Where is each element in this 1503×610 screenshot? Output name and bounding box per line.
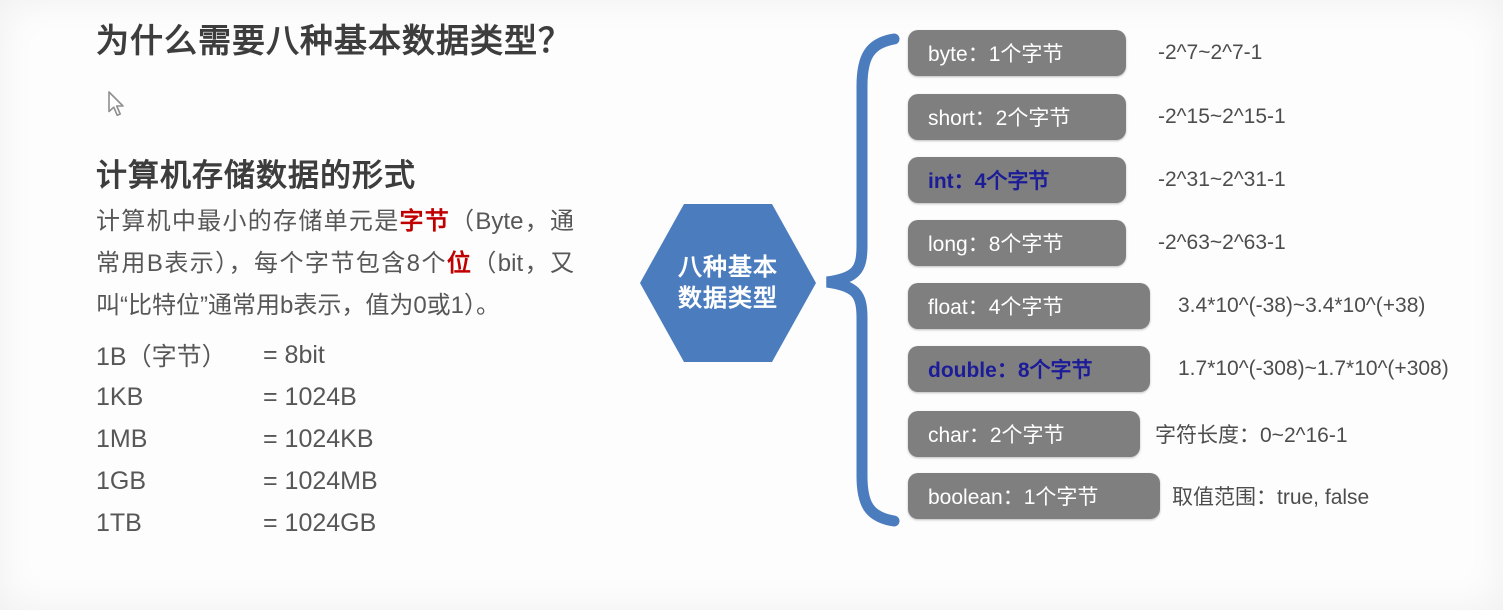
conversion-value: = 1024GB	[263, 508, 377, 537]
conversion-value: = 1024KB	[263, 424, 374, 453]
conversion-row-1mb: 1MB = 1024KB	[96, 418, 378, 460]
hexagon-icon	[640, 204, 816, 362]
conversion-value: = 1024B	[263, 382, 357, 411]
datatype-label: boolean：1个字节	[928, 486, 1099, 509]
datatype-range: 3.4*10^(-38)~3.4*10^(+38)	[1178, 294, 1426, 317]
datatype-label: short：2个字节	[928, 107, 1071, 130]
conversion-label: 1GB	[96, 466, 147, 495]
hexagon-shape: 八种基本 数据类型	[640, 204, 816, 362]
datatype-label: byte：1个字节	[928, 43, 1064, 66]
curly-brace-icon	[812, 32, 904, 528]
datatype-label: float：4个字节	[928, 296, 1064, 319]
hexagon-label-line2: 数据类型	[678, 285, 778, 312]
conversion-row-1tb: 1TB = 1024GB	[96, 502, 378, 544]
datatype-range: -2^63~2^63-1	[1158, 231, 1286, 254]
conversion-label: 1MB	[96, 424, 148, 453]
paragraph-segment: 计算机中最小的存储单元是	[96, 208, 400, 235]
datatype-box-double: double：8个字节	[908, 346, 1150, 392]
datatype-box-boolean: boolean：1个字节	[908, 473, 1160, 519]
datatype-box-char: char：2个字节	[908, 411, 1140, 457]
datatype-range: -2^7~2^7-1	[1158, 41, 1263, 64]
datatype-range: 取值范围：true, false	[1172, 486, 1370, 509]
page-title: 为什么需要八种基本数据类型？	[96, 22, 572, 59]
conversion-value: = 8bit	[263, 340, 325, 369]
conversion-row-1b: 1B（字节） = 8bit	[96, 334, 378, 376]
paragraph-segment: （bit，又叫“比特位”通常用b表示，值为0或1）。	[96, 250, 574, 319]
datatype-box-long: long：8个字节	[908, 220, 1126, 266]
datatype-range: -2^15~2^15-1	[1158, 105, 1286, 128]
conversion-value: = 1024MB	[263, 466, 378, 495]
datatype-label: char：2个字节	[928, 424, 1065, 447]
section-heading: 计算机存储数据的形式	[96, 158, 416, 193]
conversion-row-1gb: 1GB = 1024MB	[96, 460, 378, 502]
conversion-label: 1TB	[96, 508, 142, 537]
datatype-label: long：8个字节	[928, 233, 1064, 256]
conversion-label: 1KB	[96, 382, 144, 411]
hexagon-label: 八种基本 数据类型	[640, 204, 816, 362]
bit-keyword: 位	[446, 250, 473, 277]
paragraph-segment: （Byte，通常用B表示），每个字节包含8个	[96, 208, 575, 277]
mouse-cursor-icon	[107, 91, 127, 119]
storage-paragraph: 计算机中最小的存储单元是字节（Byte，通常用B表示），每个字节包含8个位（bi…	[96, 201, 574, 327]
datatype-box-short: short：2个字节	[908, 94, 1126, 140]
conversion-label: 1B（字节）	[96, 343, 227, 371]
datatype-range: 1.7*10^(-308)~1.7*10^(+308)	[1178, 357, 1449, 380]
datatype-box-float: float：4个字节	[908, 283, 1150, 329]
datatype-box-byte: byte：1个字节	[908, 30, 1126, 76]
byte-keyword: 字节	[399, 208, 451, 235]
conversion-row-1kb: 1KB = 1024B	[96, 376, 378, 418]
datatype-label: int：4个字节	[928, 170, 1050, 193]
hexagon-label-line1: 八种基本	[678, 254, 778, 281]
datatype-range: -2^31~2^31-1	[1158, 168, 1286, 191]
unit-conversion-list: 1B（字节） = 8bit 1KB = 1024B 1MB = 1024KB 1…	[96, 334, 378, 544]
datatype-label: double：8个字节	[928, 359, 1093, 382]
datatype-box-int: int：4个字节	[908, 157, 1126, 203]
datatype-range: 字符长度：0~2^16-1	[1155, 424, 1348, 447]
